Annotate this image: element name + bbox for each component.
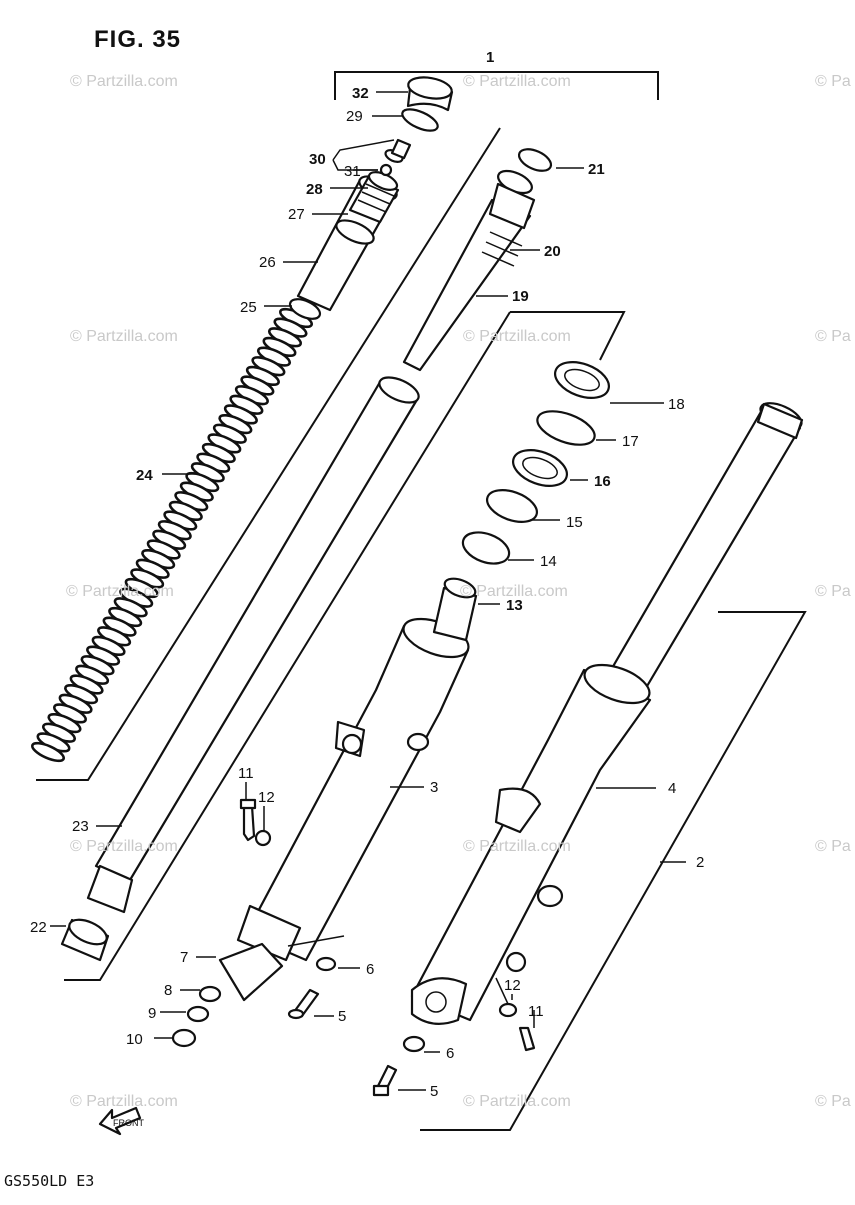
watermark-text: © Partzilla.com (70, 1093, 178, 1110)
watermark-text: © Partzilla.com (66, 583, 174, 600)
inner-tube-part-19 (402, 169, 536, 372)
callout-12-left: 12 (258, 789, 275, 806)
watermark-text: © Pa (815, 328, 851, 345)
watermark-text: © Partzilla.com (70, 73, 178, 90)
callout-5-left: 5 (338, 1008, 346, 1025)
bolt-part-11-left (239, 798, 257, 842)
callout-6-left: 6 (366, 961, 374, 978)
callout-12-right: 12 (504, 977, 521, 994)
washer-part-15 (486, 489, 538, 523)
callout-13: 13 (506, 597, 523, 614)
callout-4: 4 (668, 780, 676, 797)
front-arrow-icon: FRONT (98, 1106, 144, 1136)
bolt-part-5-right (372, 1064, 398, 1097)
watermark-text: © Pa (815, 838, 851, 855)
callout-29: 29 (346, 108, 363, 125)
watermark-text: © Pa (815, 1093, 851, 1110)
callout-28: 28 (306, 181, 323, 198)
callout-5-right: 5 (430, 1083, 438, 1100)
outer-tube-right-part-4 (410, 663, 652, 1025)
callout-8: 8 (164, 982, 172, 999)
callout-16: 16 (594, 473, 611, 490)
watermark-text: © Partzilla.com (460, 583, 568, 600)
callout-3: 3 (430, 779, 438, 796)
callout-6-right: 6 (446, 1045, 454, 1062)
washer-part-8 (198, 985, 222, 1003)
callout-1: 1 (486, 49, 494, 66)
washer-part-12-left (254, 829, 272, 847)
spring-seat-part-25 (288, 298, 322, 320)
callout-32: 32 (352, 85, 369, 102)
callout-24: 24 (136, 467, 153, 484)
stopper-ring-part-17 (536, 410, 596, 446)
inner-tube-part-23 (86, 376, 420, 914)
watermark-text: © Partzilla.com (463, 73, 571, 90)
watermark-text: © Partzilla.com (70, 838, 178, 855)
bracket-inner-tube-group (64, 311, 626, 981)
callout-2: 2 (696, 854, 704, 871)
bracket-spring-group (36, 127, 501, 781)
callout-21: 21 (588, 161, 605, 178)
watermark-text: © Partzilla.com (463, 328, 571, 345)
bracket-assembly-1 (334, 71, 659, 100)
washer-part-6-left (315, 956, 337, 972)
callout-18: 18 (668, 396, 685, 413)
inner-tube-right (602, 402, 804, 700)
ring-part-31 (379, 163, 393, 177)
spring-coil (30, 741, 66, 763)
callout-26: 26 (259, 254, 276, 271)
fork-spring-part-24 (30, 307, 314, 763)
watermark-text: © Pa (815, 73, 851, 90)
callout-7: 7 (180, 949, 188, 966)
callout-25: 25 (240, 299, 257, 316)
callout-14: 14 (540, 553, 557, 570)
dust-seal-part-18 (554, 361, 610, 399)
callout-15: 15 (566, 514, 583, 531)
washer-part-6-right (402, 1035, 426, 1053)
watermark-text: © Partzilla.com (463, 1093, 571, 1110)
callout-19: 19 (512, 288, 529, 305)
bolt-part-11-right (518, 1026, 536, 1052)
bracket-outer-tube-right (420, 611, 807, 1131)
slide-bushing-part-22 (60, 918, 110, 962)
watermark-text: © Partzilla.com (463, 838, 571, 855)
callout-11-right: 11 (528, 1003, 544, 1020)
damper-rod-part-30 (384, 138, 412, 163)
callout-31: 31 (344, 163, 361, 180)
figure-title: FIG. 35 (94, 26, 182, 53)
guide-bushing-part-14 (461, 531, 511, 565)
model-code: GS550LD E3 (4, 1172, 95, 1190)
cap-bolt-part-32 (406, 76, 454, 112)
washer-part-9 (186, 1005, 210, 1023)
callout-27: 27 (288, 206, 305, 223)
callout-10: 10 (126, 1031, 143, 1048)
washer-part-27 (335, 219, 375, 245)
svg-text:FRONT: FRONT (113, 1118, 144, 1128)
oil-seal-part-16 (512, 449, 568, 487)
o-ring-part-29 (401, 108, 439, 132)
callout-11-left: 11 (238, 765, 254, 782)
callout-22: 22 (30, 919, 47, 936)
callout-17: 17 (622, 433, 639, 450)
callout-20: 20 (544, 243, 561, 260)
ring-part-21 (517, 148, 553, 172)
washer-part-12-right (498, 1002, 518, 1018)
callout-9: 9 (148, 1005, 156, 1022)
leader-lines (50, 91, 686, 1091)
callout-30: 30 (309, 151, 326, 168)
outer-tube-left-part-3 (218, 577, 478, 1002)
watermark-text: © Partzilla.com (70, 328, 178, 345)
bolt-part-5-left (287, 988, 320, 1020)
callout-labels: 1 32 29 30 31 28 27 26 25 24 21 20 19 18… (30, 49, 704, 1100)
watermark-text: © Pa (815, 583, 851, 600)
callout-23: 23 (72, 818, 89, 835)
nut-part-10 (171, 1028, 197, 1048)
